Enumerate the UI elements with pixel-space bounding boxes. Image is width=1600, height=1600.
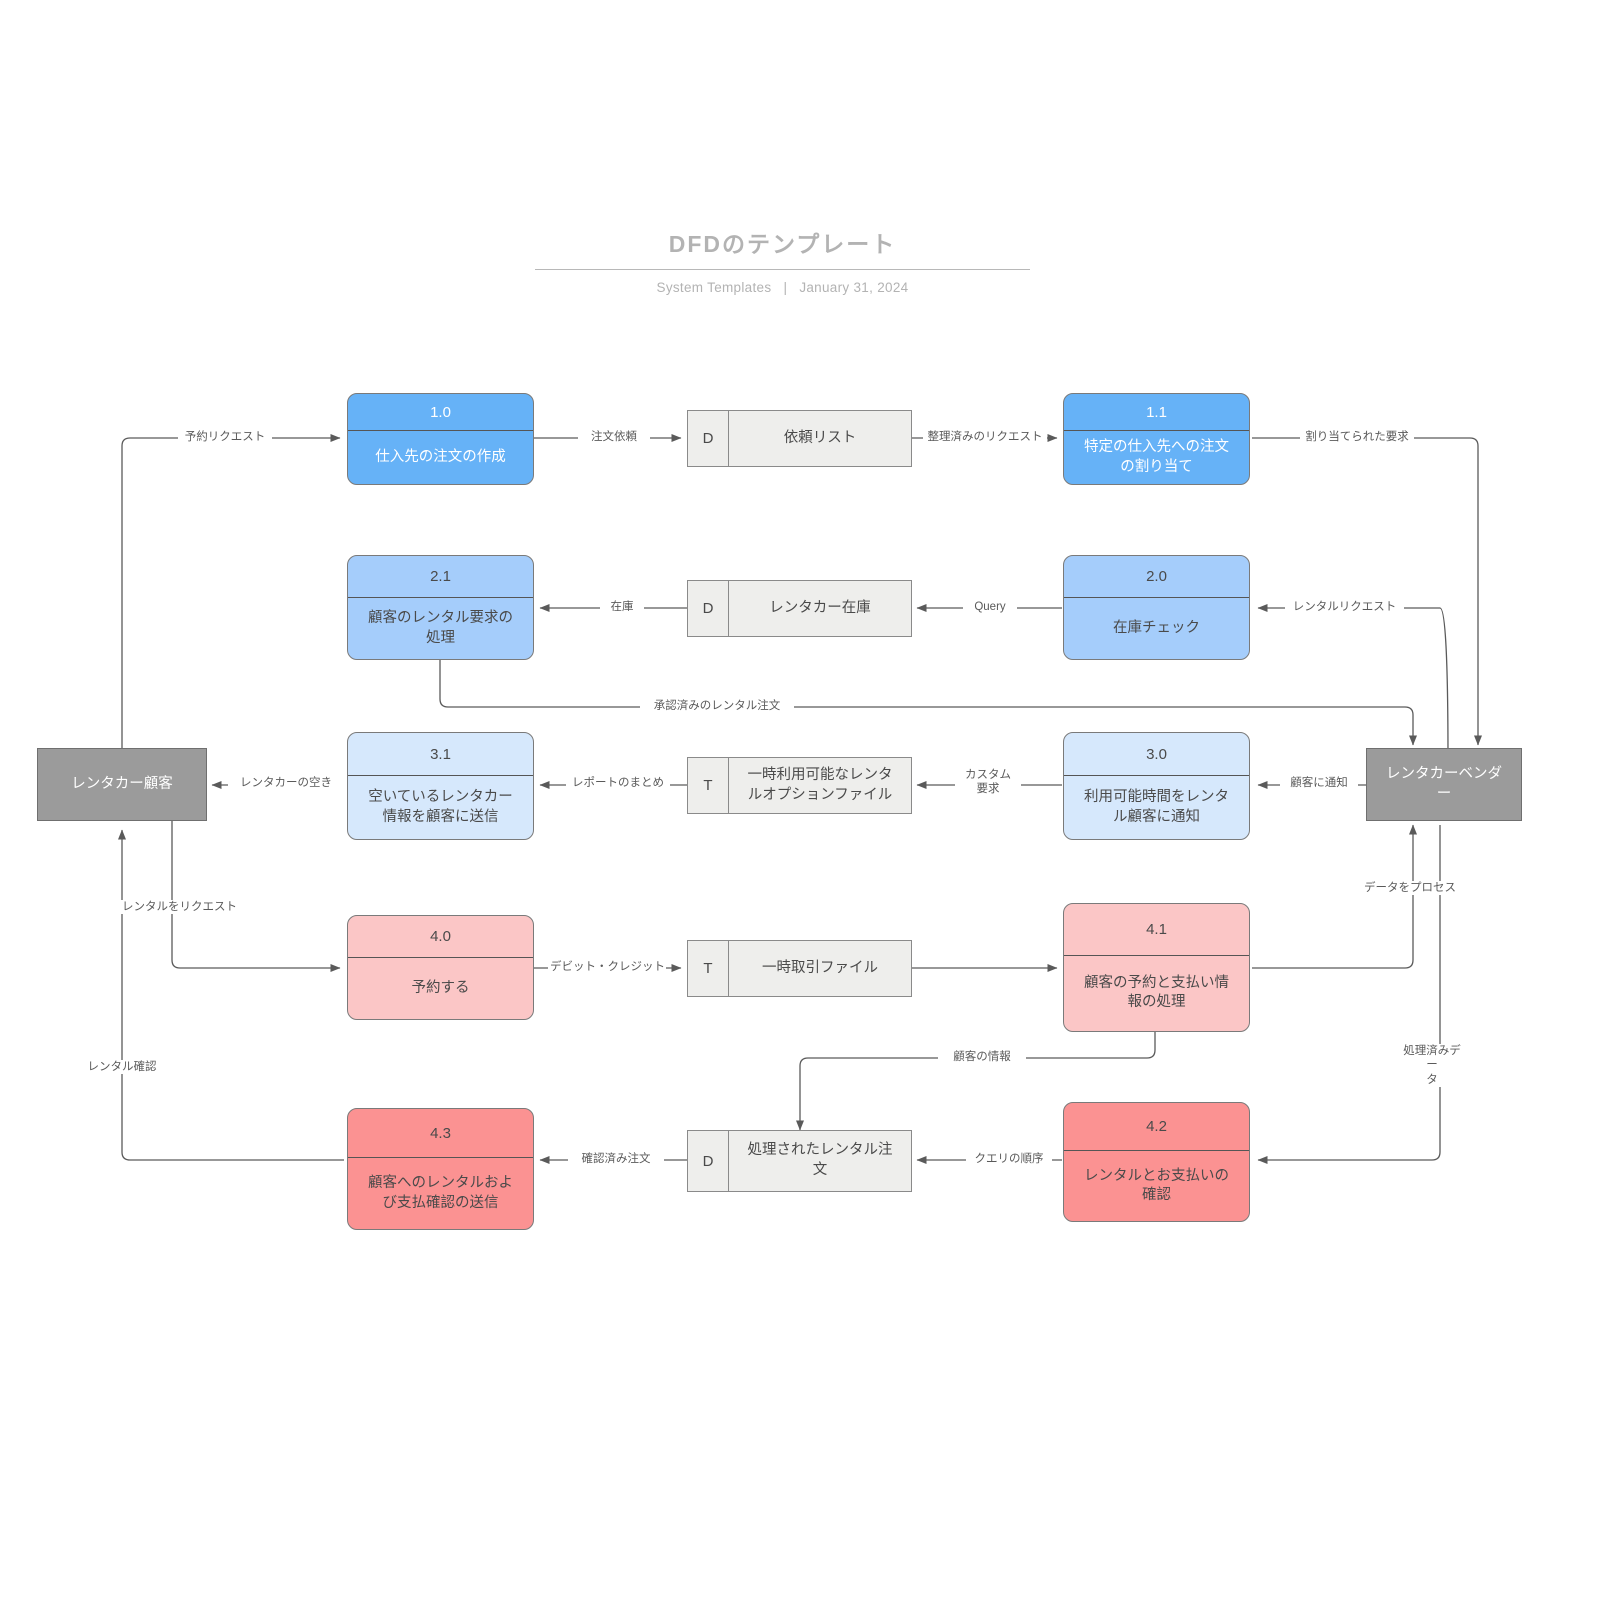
- process-1-1[interactable]: 1.1 特定の仕入先への注文の割り当て: [1063, 393, 1250, 485]
- datastore-temp-options-file[interactable]: T 一時利用可能なレンタルオプションファイル: [687, 757, 912, 814]
- flow-label-assigned-request: 割り当てられた要求: [1300, 430, 1414, 445]
- process-4-2-id: 4.2: [1064, 1103, 1249, 1152]
- process-2-1-label: 顧客のレンタル要求の処理: [368, 610, 513, 646]
- flow-label-reservation-request: 予約リクエスト: [178, 430, 272, 445]
- flow-label-rental-confirmation: レンタル確認: [78, 1060, 166, 1075]
- page-subtitle: System Templates | January 31, 2024: [535, 270, 1030, 295]
- process-3-0-label: 利用可能時間をレンタル顧客に通知: [1084, 789, 1229, 825]
- entity-rental-vendor-label: レンタカーベンダー: [1386, 765, 1502, 802]
- process-3-1[interactable]: 3.1 空いているレンタカー情報を顧客に送信: [347, 732, 534, 840]
- page-title: DFDのテンプレート: [668, 231, 897, 257]
- process-1-1-id: 1.1: [1064, 394, 1249, 431]
- flow-label-processed-data: 処理済みデータ: [1399, 1044, 1465, 1088]
- datastore-processed-rental-orders-key: D: [688, 1131, 729, 1191]
- process-4-0-label: 予約する: [411, 979, 470, 996]
- process-2-1-id: 2.1: [348, 556, 533, 599]
- process-4-3[interactable]: 4.3 顧客へのレンタルおよび支払確認の送信: [347, 1108, 534, 1230]
- process-4-0-id: 4.0: [348, 916, 533, 959]
- process-4-3-label: 顧客へのレンタルおよび支払確認の送信: [368, 1174, 513, 1211]
- flow-label-order-request: 注文依頼: [578, 430, 650, 445]
- flow-label-sorted-request: 整理済みのリクエスト: [923, 430, 1047, 445]
- flow-label-process-data: データをプロセス: [1356, 881, 1464, 896]
- datastore-temp-transaction-file[interactable]: T 一時取引ファイル: [687, 940, 912, 997]
- datastore-car-inventory-key: D: [688, 581, 729, 636]
- entity-rental-customer[interactable]: レンタカー顧客: [37, 748, 207, 821]
- process-4-2[interactable]: 4.2 レンタルとお支払いの確認: [1063, 1102, 1250, 1222]
- process-2-1[interactable]: 2.1 顧客のレンタル要求の処理: [347, 555, 534, 660]
- flow-label-approved-rental-order: 承認済みのレンタル注文: [640, 699, 794, 714]
- flow-label-customer-information: 顧客の情報: [938, 1050, 1026, 1065]
- datastore-car-inventory[interactable]: D レンタカー在庫: [687, 580, 912, 637]
- process-4-1-id: 4.1: [1064, 904, 1249, 956]
- datastore-irai-list[interactable]: D 依頼リスト: [687, 410, 912, 467]
- flow-label-confirmed-order: 確認済み注文: [568, 1152, 664, 1167]
- datastore-car-inventory-label: レンタカー在庫: [769, 599, 871, 616]
- datastore-temp-transaction-file-label: 一時取引ファイル: [762, 959, 878, 976]
- flow-label-car-availability: レンタカーの空き: [228, 776, 344, 791]
- process-1-0-id: 1.0: [348, 394, 533, 431]
- datastore-irai-list-key: D: [688, 411, 729, 466]
- process-4-1[interactable]: 4.1 顧客の予約と支払い情報の処理: [1063, 903, 1250, 1032]
- datastore-irai-list-label: 依頼リスト: [783, 429, 857, 446]
- entity-rental-customer-label: レンタカー顧客: [71, 775, 173, 792]
- process-3-1-id: 3.1: [348, 733, 533, 777]
- subtitle-category: System Templates: [656, 280, 772, 295]
- subtitle-separator: |: [783, 280, 788, 295]
- flow-label-inventory: 在庫: [600, 600, 644, 615]
- process-3-0-id: 3.0: [1064, 733, 1249, 777]
- process-3-1-label: 空いているレンタカー情報を顧客に送信: [368, 789, 513, 825]
- flow-label-query: Query: [963, 600, 1017, 615]
- process-1-0-label: 仕入先の注文の作成: [375, 448, 506, 465]
- process-4-0[interactable]: 4.0 予約する: [347, 915, 534, 1020]
- datastore-processed-rental-orders[interactable]: D 処理されたレンタル注文: [687, 1130, 912, 1192]
- datastore-processed-rental-orders-label: 処理されたレンタル注文: [747, 1142, 893, 1178]
- process-4-2-label: レンタルとお支払いの確認: [1084, 1167, 1229, 1204]
- flow-label-query-order: クエリの順序: [966, 1152, 1052, 1167]
- datastore-temp-options-file-label: 一時利用可能なレンタルオプションファイル: [747, 766, 893, 803]
- subtitle-date: January 31, 2024: [799, 280, 909, 295]
- title-divider: [535, 269, 1030, 270]
- process-2-0-id: 2.0: [1064, 556, 1249, 599]
- flow-label-custom-request: カスタム要求: [955, 768, 1021, 797]
- page-header: DFDのテンプレート System Templates | January 31…: [535, 225, 1030, 295]
- flow-label-report-summary: レポートのまとめ: [566, 776, 670, 791]
- process-1-0[interactable]: 1.0 仕入先の注文の作成: [347, 393, 534, 485]
- process-3-0[interactable]: 3.0 利用可能時間をレンタル顧客に通知: [1063, 732, 1250, 840]
- flow-label-notify-customer: 顧客に通知: [1280, 776, 1358, 791]
- datastore-temp-transaction-file-key: T: [688, 941, 729, 996]
- entity-rental-vendor[interactable]: レンタカーベンダー: [1366, 748, 1522, 821]
- process-2-0-label: 在庫チェック: [1113, 619, 1200, 636]
- flow-label-rental-request: レンタルリクエスト: [1285, 600, 1404, 615]
- process-4-1-label: 顧客の予約と支払い情報の処理: [1084, 974, 1229, 1011]
- datastore-temp-options-file-key: T: [688, 758, 729, 813]
- process-4-3-id: 4.3: [348, 1109, 533, 1158]
- flow-label-debit-credit: デビット・クレジット: [548, 960, 666, 975]
- process-2-0[interactable]: 2.0 在庫チェック: [1063, 555, 1250, 660]
- process-1-1-label: 特定の仕入先への注文の割り当て: [1084, 438, 1229, 475]
- flow-label-request-rental: レンタルをリクエスト: [120, 900, 237, 915]
